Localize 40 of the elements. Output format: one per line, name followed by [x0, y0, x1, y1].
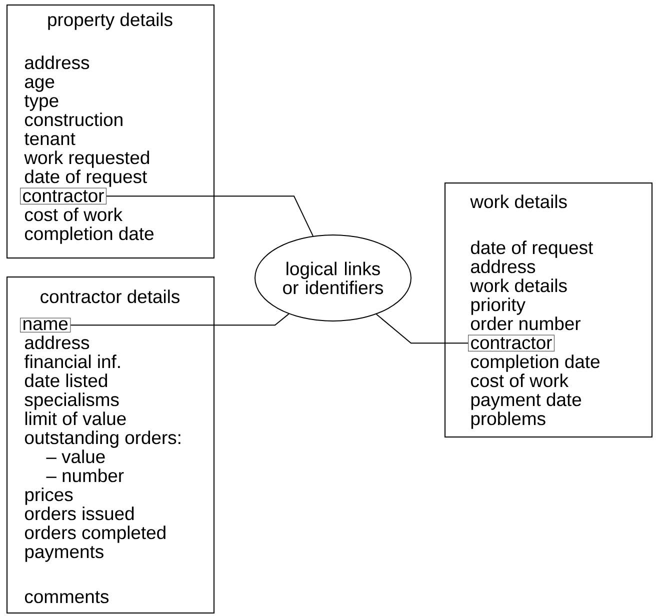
field-name: orders issued: [25, 506, 134, 520]
field-name: date of request: [25, 170, 147, 187]
field-name: completion date: [470, 354, 600, 372]
key-field-box: contractor: [468, 334, 555, 352]
field-name: financial inf.: [24, 354, 120, 368]
field-name: work requested: [24, 150, 149, 168]
field-name: comments: [25, 591, 109, 604]
field-name: payments: [25, 546, 104, 562]
field-name: date listed: [25, 374, 107, 388]
field-name: – number: [46, 468, 124, 482]
connector-line: [70, 313, 290, 326]
connector-line: [106, 196, 314, 236]
field-name: address: [25, 336, 90, 350]
field-name: – value: [46, 450, 105, 464]
field-name: completion date: [25, 226, 154, 244]
field-name: problems: [471, 412, 546, 429]
box-heading: work details: [470, 194, 567, 208]
field-name: payment date: [471, 392, 582, 410]
box-heading: property details: [48, 12, 172, 30]
field-name: type: [24, 95, 58, 111]
field-name: cost of work: [25, 208, 123, 222]
field-name: tenant: [24, 133, 76, 146]
field-name: address: [25, 56, 90, 70]
field-name: outstanding orders:: [25, 430, 180, 448]
field-name: specialisms: [24, 392, 119, 410]
field-name: work details: [470, 278, 567, 292]
field-name: age: [25, 78, 54, 92]
field-name: construction: [25, 112, 122, 126]
field-name: address: [470, 260, 536, 274]
field-name: limit of value: [25, 412, 126, 426]
key-field-box: contractor: [20, 188, 107, 204]
field-name: prices: [25, 488, 73, 505]
field-name: priority: [471, 298, 526, 315]
field-name: orders completed: [25, 526, 166, 543]
field-name: cost of work: [470, 374, 569, 388]
field-name: order number: [470, 316, 580, 330]
key-field-box: name: [20, 318, 71, 332]
connector-line: [376, 314, 468, 344]
field-name: date of request: [470, 240, 593, 258]
box-heading: contractor details: [40, 290, 180, 304]
